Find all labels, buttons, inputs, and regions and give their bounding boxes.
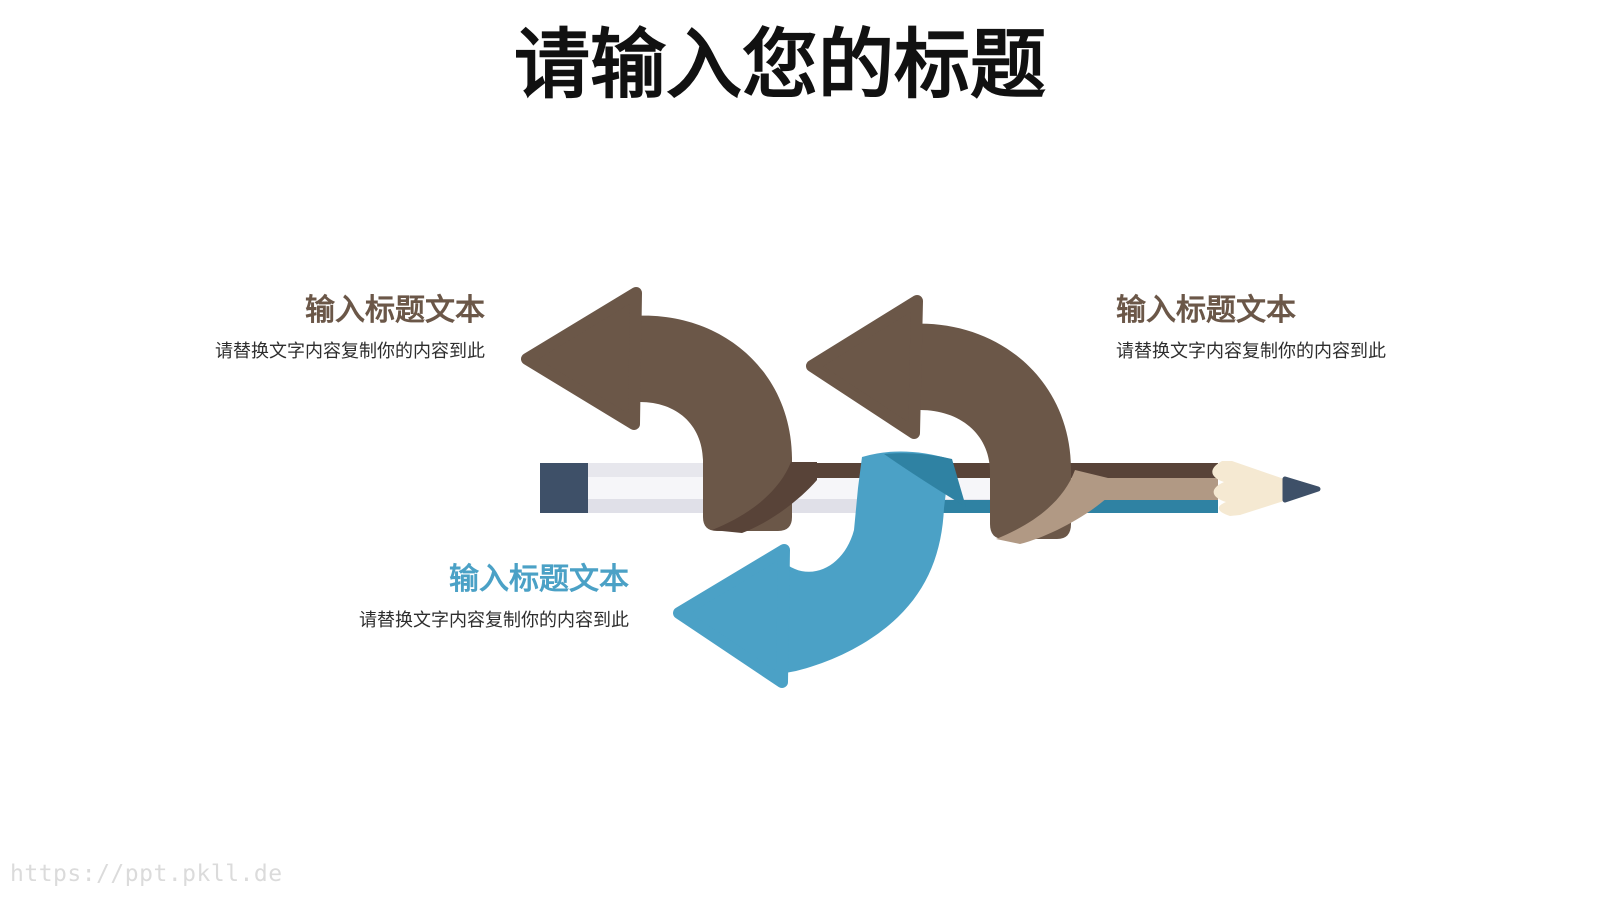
arrow-brown-1-fold [712, 462, 817, 533]
slide-title: 请输入您的标题 [514, 23, 1046, 108]
text-block-left-heading: 输入标题文本 [305, 294, 485, 327]
pencil-tip [1282, 476, 1321, 503]
text-block-left: 输入标题文本 请替换文字内容复制你的内容到此 [215, 294, 485, 362]
text-block-right: 输入标题文本 请替换文字内容复制你的内容到此 [1116, 294, 1386, 362]
watermark-url: https://ppt.pkll.de [10, 861, 283, 887]
text-block-bottom-body: 请替换文字内容复制你的内容到此 [359, 610, 629, 630]
arrow-blue [673, 451, 966, 688]
text-block-bottom-heading: 输入标题文本 [449, 563, 629, 596]
arrow-brown-2 [806, 295, 1108, 544]
arrow-brown-2-tail [908, 323, 1071, 539]
text-block-right-heading: 输入标题文本 [1116, 294, 1296, 327]
arrow-brown-1 [521, 287, 817, 533]
pencil-wood [1212, 461, 1287, 516]
arrow-brown-1-head [521, 287, 642, 430]
text-block-right-body: 请替换文字内容复制你的内容到此 [1116, 341, 1386, 361]
arrow-brown-2-head [806, 295, 923, 439]
pencil-cap [540, 463, 588, 513]
text-block-bottom: 输入标题文本 请替换文字内容复制你的内容到此 [359, 563, 629, 631]
arrow-brown-2-fold [996, 470, 1108, 544]
arrow-blue-head [673, 544, 790, 688]
arrow-blue-fold [884, 453, 966, 507]
text-block-left-body: 请替换文字内容复制你的内容到此 [215, 341, 485, 361]
arrow-brown-1-tail [630, 315, 792, 531]
arrow-blue-tail [780, 451, 950, 674]
